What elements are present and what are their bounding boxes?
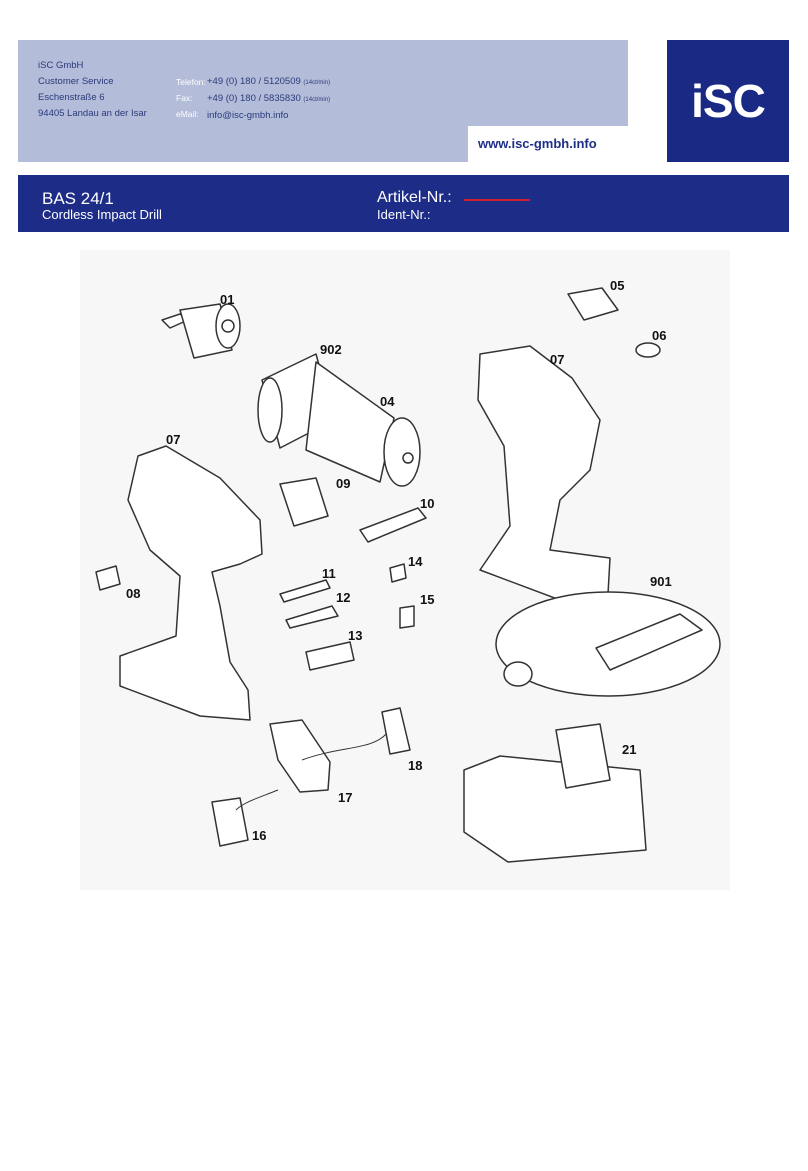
phone-label: Telefon:	[176, 77, 206, 87]
product-description: Cordless Impact Drill	[42, 207, 162, 222]
fax-number: +49 (0) 180 / 5835830	[207, 93, 301, 104]
contact-values: +49 (0) 180 / 5120509 (14ct/min) +49 (0)…	[207, 58, 330, 124]
isc-logo: iSC	[667, 40, 789, 162]
part-label-04: 04	[380, 394, 395, 409]
department: Customer Service	[38, 76, 114, 87]
holder-drawing	[567, 287, 619, 321]
part-label-08: 08	[126, 586, 140, 601]
screw-drawing	[635, 342, 661, 358]
part-label-01: 01	[220, 292, 234, 307]
part-label-13: 13	[348, 628, 362, 643]
website-link[interactable]: www.isc-gmbh.info	[468, 126, 628, 162]
part-label-17: 17	[338, 790, 352, 805]
switch-assembly-drawing	[269, 719, 331, 793]
part-label-06: 06	[652, 328, 666, 343]
battery-pack-drawing	[463, 723, 647, 863]
housing-half-left-drawing	[119, 445, 263, 721]
address-column: iSC GmbH Customer Service Eschenstraße 6…	[38, 58, 147, 122]
phone-number: +49 (0) 180 / 5120509	[207, 76, 301, 87]
part-label-15: 15	[420, 592, 434, 607]
part-label-902: 902	[320, 342, 342, 357]
drill-chuck-drawing	[161, 303, 241, 359]
ident-number-label: Ident-Nr.:	[377, 207, 431, 222]
button-row-drawing	[305, 641, 355, 671]
part-label-09: 09	[336, 476, 350, 491]
auxiliary-handle-drawing	[495, 591, 721, 697]
email-label: eMail:	[176, 109, 199, 119]
street: Eschenstraße 6	[38, 92, 105, 103]
article-number-line	[464, 199, 530, 201]
small-part-15-drawing	[399, 605, 415, 629]
contact-labels: Telefon: Fax: eMail:	[176, 58, 206, 122]
part-label-05: 05	[610, 278, 624, 293]
product-title-bar: BAS 24/1 Cordless Impact Drill Artikel-N…	[18, 175, 789, 232]
fax-label: Fax:	[176, 93, 193, 103]
phone-rate: (14ct/min)	[303, 80, 331, 86]
part-label-10: 10	[420, 496, 434, 511]
exploded-view-svg: 01 902 04 05 06 07 07 08 09 10 11 12 13 …	[95, 278, 721, 863]
switch-cover-drawing	[285, 605, 339, 629]
contact-terminal-drawing	[381, 707, 411, 755]
part-label-07-right: 07	[550, 352, 564, 367]
small-part-14-drawing	[389, 563, 407, 583]
article-number-label: Artikel-Nr.:	[377, 189, 452, 206]
exploded-parts-diagram: 01 902 04 05 06 07 07 08 09 10 11 12 13 …	[80, 250, 730, 890]
housing-half-right-drawing	[477, 345, 611, 607]
part-label-18: 18	[408, 758, 422, 773]
part-label-07-left: 07	[166, 432, 180, 447]
gearbox-motor-drawing	[257, 353, 421, 487]
city: 94405 Landau an der Isar	[38, 108, 147, 119]
part-label-11: 11	[322, 566, 336, 581]
contact-block: iSC GmbH Customer Service Eschenstraße 6…	[18, 40, 628, 162]
terminal-block-drawing	[211, 797, 249, 847]
sleeve-drawing	[95, 565, 121, 591]
part-label-16: 16	[252, 828, 266, 843]
company-name: iSC GmbH	[38, 60, 84, 71]
part-label-21: 21	[622, 742, 636, 757]
part-label-12: 12	[336, 590, 350, 605]
part-label-14: 14	[408, 554, 423, 569]
switch-plate-drawing	[359, 507, 427, 543]
display-panel-drawing	[279, 477, 329, 527]
fax-rate: (14ct/min)	[303, 97, 331, 103]
product-model: BAS 24/1	[42, 189, 114, 208]
email-address[interactable]: info@isc-gmbh.info	[207, 110, 289, 121]
slider-drawing	[279, 579, 331, 603]
part-label-901: 901	[650, 574, 672, 589]
